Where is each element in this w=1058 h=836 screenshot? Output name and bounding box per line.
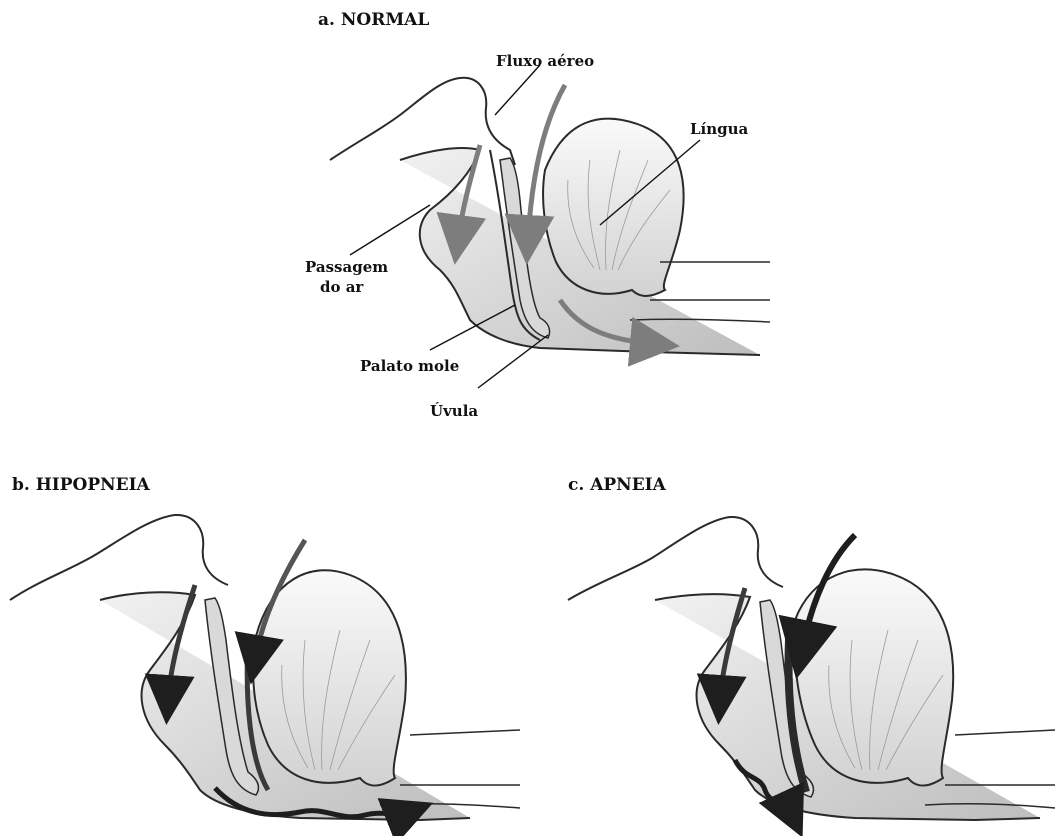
face-outline: [568, 517, 783, 600]
